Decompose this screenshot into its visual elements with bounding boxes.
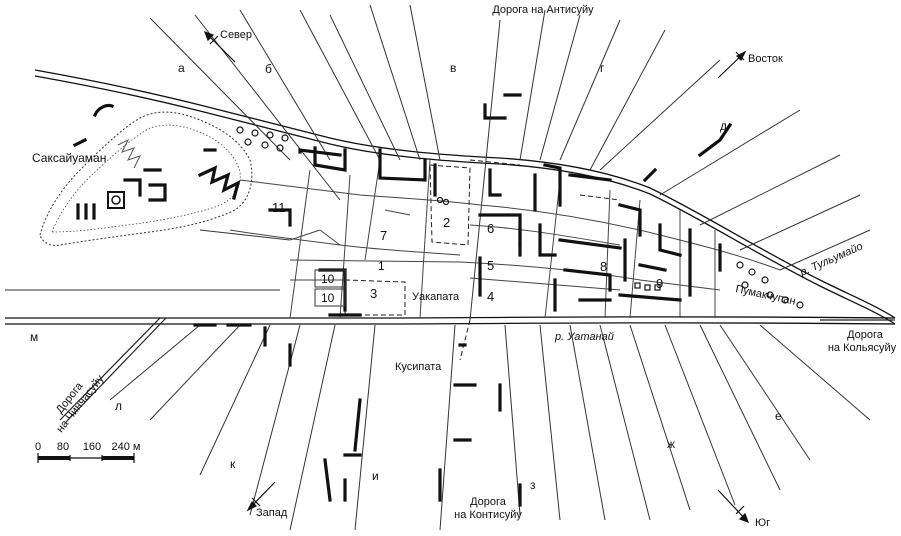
sector-label-k: к	[230, 457, 236, 471]
block-label-3: 3	[370, 286, 377, 301]
road-label-kolyasuyu-1: Дорога	[847, 329, 884, 341]
compass-north-label: Север	[220, 29, 252, 41]
compass-east-label: Восток	[748, 53, 783, 65]
block-label-5: 5	[487, 258, 494, 273]
place-label-saksayuaman: Саксайуаман	[32, 151, 106, 165]
sector-label-g: г	[600, 61, 605, 75]
sector-label-d: д	[720, 119, 727, 133]
scale-tick-80: 80	[57, 441, 69, 453]
scale-bar	[37, 453, 135, 463]
block-label-10b: 10	[321, 291, 335, 305]
road-chinchasuyu	[59, 317, 167, 423]
sector-label-l: л	[115, 399, 122, 413]
block-label-10a: 10	[321, 272, 335, 286]
road-label-kontisuyu-2: на Контисуйу	[454, 509, 522, 521]
road-label-antisuyu: Дорога на Антисуйу	[492, 4, 594, 16]
compass-east-arrow	[717, 50, 747, 79]
block-label-7: 7	[380, 228, 387, 243]
road-label-kontisuyu-1: Дорога	[470, 496, 507, 508]
plaza-outlines	[344, 159, 621, 361]
terrace-symbols	[236, 126, 804, 309]
block-label-11: 11	[272, 200, 286, 215]
block-label-1: 1	[378, 259, 385, 273]
saksayuaman-hill	[39, 111, 253, 246]
compass-south-arrow	[717, 489, 750, 524]
place-label-ukapata: Уакапата	[412, 291, 460, 303]
sector-label-m: м	[30, 330, 38, 344]
river-label-tulumayo: р. Тульумайо	[797, 240, 864, 279]
saksayuaman-fortress	[72, 103, 167, 220]
place-label-pumakchupan: Пумакчупан	[734, 283, 796, 307]
place-label-kusipata: Кусипата	[395, 361, 442, 373]
scale-tick-0: 0	[35, 441, 41, 453]
block-label-9: 9	[656, 276, 663, 291]
sector-label-zh: ж	[667, 437, 675, 451]
building-walls	[193, 93, 733, 507]
block-label-8: 8	[600, 259, 607, 274]
compass-west-arrow	[246, 481, 276, 512]
block-10-boxes	[314, 269, 346, 307]
block-label-2: 2	[443, 215, 450, 230]
compass-west-label: Запад	[256, 507, 288, 519]
sector-label-e: е	[775, 409, 782, 423]
block-label-6: 6	[487, 221, 494, 236]
compass-south-label: Юг	[755, 517, 770, 529]
road-label-kolyasuyu-2: на Кольясуйу	[828, 342, 897, 354]
sector-label-v: в	[450, 61, 456, 75]
block-label-4: 4	[487, 289, 494, 304]
river-label-uatanay: р. Уатанай	[554, 331, 614, 343]
river-uatanay	[4, 316, 896, 326]
river-tulumayo	[34, 69, 896, 325]
sector-label-z: з	[530, 478, 536, 492]
scale-tick-160: 160	[83, 441, 101, 453]
sector-label-i: и	[372, 469, 379, 483]
street-grid	[229, 159, 781, 319]
sector-label-a: а	[178, 61, 185, 75]
compass-north-arrow	[203, 30, 236, 63]
scale-tick-240: 240 м	[112, 441, 141, 453]
sector-label-b: б	[265, 62, 272, 76]
